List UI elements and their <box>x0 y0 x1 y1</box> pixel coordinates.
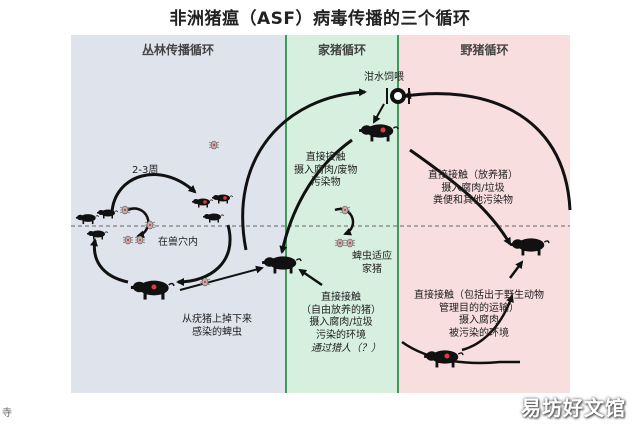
tick-adapted-label: 蜱虫适应 家猪 <box>352 251 392 275</box>
infected-warthog-icon <box>211 194 233 204</box>
arrow-warthog-to-juveniles <box>90 238 129 284</box>
juvenile-warthog-icon <box>96 209 118 219</box>
arrow-tick-loop <box>127 207 150 239</box>
arrow-warthog-to-domestic <box>179 265 264 291</box>
via-hunter-label: 通过猎人（？） <box>311 343 381 354</box>
swill-feeding-label: 泔水饲喂 <box>364 72 404 83</box>
infection-dot <box>223 196 227 200</box>
arrow-burrow-cycle <box>176 224 232 286</box>
arrow-swill-to-domestic <box>373 103 385 124</box>
arrow-wild-boar-inner <box>461 294 514 352</box>
arrow-domestic-pig-down <box>279 138 353 254</box>
ticks-from-warthog-label: 从疣猪上掉下来 感染的蜱虫 <box>182 314 252 338</box>
infection-dot <box>380 127 386 133</box>
adult-warthog-icon <box>130 279 175 301</box>
wild-boar-icon <box>423 349 464 369</box>
infection-dot <box>151 284 157 290</box>
burrow-label: 在兽穴内 <box>158 237 198 248</box>
arrow-weeks-cycle <box>110 173 197 213</box>
arrow-wild-to-domestic-loop <box>403 91 572 211</box>
tick-icon <box>208 140 220 150</box>
wild-boar-icon <box>509 237 550 257</box>
infection-dot <box>203 200 207 204</box>
corner-mark: 寺 <box>2 408 12 419</box>
tick-icon <box>344 238 356 248</box>
arrow-wild-boar-up <box>509 260 524 279</box>
infection-dot <box>444 353 450 359</box>
infected-warthog-icon <box>191 198 213 208</box>
wild-boar-cycle-heading: 野猪循环 <box>460 43 509 57</box>
wild-contact-top-label: 直接接触（放养猪） 摄入腐肉/垃圾 粪便和其他污染物 <box>428 170 518 206</box>
arrow-tick-adapted-loop <box>334 207 355 236</box>
arrow-sylvatic-to-domestic <box>241 88 367 251</box>
domestic-cycle-heading: 家猪循环 <box>317 43 366 57</box>
juvenile-warthog-icon <box>75 213 99 225</box>
domestic-cycle-panel: 家猪循环 <box>285 35 399 393</box>
diagram-title: 非洲猪瘟（ASF）病毒传播的三个循环 <box>169 9 471 29</box>
tick-icon <box>119 205 131 215</box>
plate-cutlery-icon <box>386 88 410 104</box>
tick-icon <box>334 238 346 248</box>
watermark: 易坊好文馆 <box>521 396 626 420</box>
arrow-free-range-to-pig <box>298 268 323 287</box>
free-range-contact-label: 直接接触 （自由放养的猪） 摄入腐肉/垃圾 污染的环境 <box>301 292 381 341</box>
domestic-pig-icon <box>261 255 302 275</box>
juvenile-warthog-icon <box>86 230 108 240</box>
sylvatic-cycle-heading: 丛林传播循环 <box>141 43 214 57</box>
weeks-label: 2-3周 <box>132 165 159 176</box>
tick-icon <box>122 235 134 245</box>
infected-warthog-icon <box>202 213 224 223</box>
domestic-pig-icon <box>358 123 399 143</box>
wild-contact-bottom-label: 直接接触（包括出于野生动物 管理目的的运输） 摄入腐肉 被污染的环境 <box>414 290 544 339</box>
domestic-contact-label: 直接接触 摄入腐肉/废物 污染物 <box>294 152 358 188</box>
arrow-domestic-to-wild <box>409 148 512 246</box>
tick-icon <box>134 235 146 245</box>
